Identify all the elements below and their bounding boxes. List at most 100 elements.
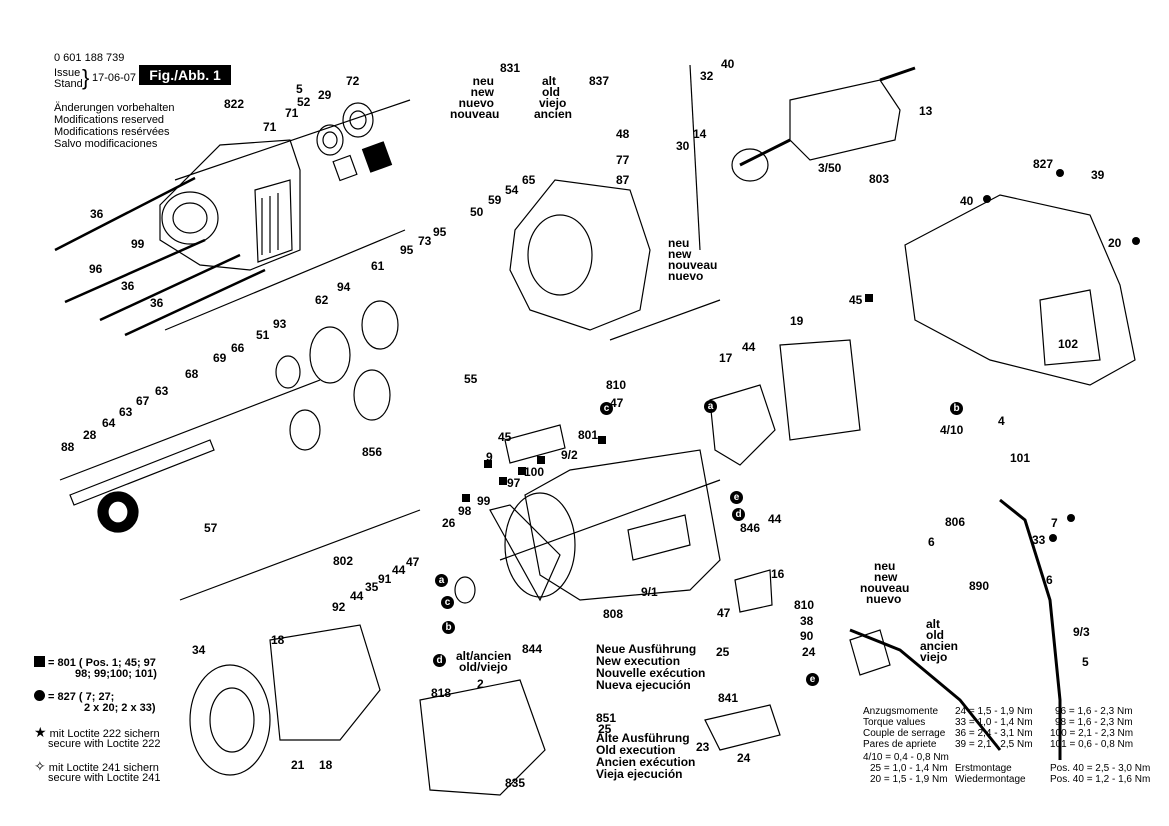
issue-date: 17-06-07 [92, 72, 137, 84]
part-label: 57 [204, 521, 218, 535]
part-label: 59 [488, 193, 502, 207]
part-label: 827 [1033, 157, 1054, 171]
part-label: 29 [318, 88, 332, 102]
part-label: 28 [83, 428, 97, 442]
part-label: 44 [350, 589, 364, 603]
part-label: 23 [696, 740, 710, 754]
part-label: 34 [192, 643, 206, 657]
part-label: 88 [61, 440, 75, 454]
diamond-marker-icon: ✧ [34, 758, 46, 774]
part-label: 846 [740, 521, 761, 535]
part-label: 20 [1108, 236, 1122, 250]
callout-marker: b [950, 402, 963, 415]
callout-marker: b [442, 621, 455, 634]
legend-star-row-1: ★ mit Loctite 222 sichern [34, 724, 160, 740]
part-label: 96 [89, 262, 103, 276]
part-label: 77 [616, 153, 630, 167]
part-label: 25 [716, 645, 730, 659]
callout-marker: a [435, 574, 448, 587]
part-label: 856 [362, 445, 383, 459]
part-label: 36 [121, 279, 135, 293]
part-label: 92 [332, 600, 346, 614]
part-label: 810 [794, 598, 815, 612]
part-label: 26 [442, 516, 456, 530]
part-label: 69 [213, 351, 227, 365]
part-label: 803 [869, 172, 890, 186]
part-label: 102 [1058, 337, 1079, 351]
part-label: 63 [155, 384, 169, 398]
part-label: 9/1 [641, 585, 658, 599]
part-label: 9/2 [561, 448, 578, 462]
part-label: 72 [346, 74, 360, 88]
part-label: 52 [297, 95, 311, 109]
part-label: 97 [507, 476, 521, 490]
part-label: 35 [365, 580, 379, 594]
part-label: 40 [721, 57, 735, 71]
part-label: 30 [676, 139, 690, 153]
part-label: 101 [1010, 451, 1031, 465]
part-label: 44 [742, 340, 756, 354]
callout-marker: a [704, 400, 717, 413]
part-label: 9/3 [1073, 625, 1090, 639]
part-label: 36 [150, 296, 164, 310]
part-label: 98 [458, 504, 472, 518]
part-label: 95 [400, 243, 414, 257]
part-label: 47 [406, 555, 420, 569]
part-label: 19 [790, 314, 804, 328]
part-label: 4 [998, 414, 1005, 428]
part-label: 65 [522, 173, 536, 187]
callout-marker: c [441, 596, 454, 609]
part-label: 837 [589, 74, 610, 88]
part-label: 73 [418, 234, 432, 248]
part-label: 806 [945, 515, 966, 529]
part-label: 39 [1091, 168, 1105, 182]
part-label: 4/10 [940, 423, 964, 437]
part-label: 6 [928, 535, 935, 549]
legend-star-row-2: secure with Loctite 222 [48, 738, 161, 750]
part-label: 13 [919, 104, 933, 118]
star-marker-icon: ★ [34, 724, 47, 740]
part-label: 67 [136, 394, 150, 408]
part-label: 3/50 [818, 161, 842, 175]
part-label: 100 [524, 465, 545, 479]
gear-housing-shape [159, 139, 301, 271]
part-label: 47 [717, 606, 731, 620]
part-label: 890 [969, 579, 990, 593]
part-label: 68 [185, 367, 199, 381]
dot-marker-icon [34, 690, 45, 701]
legend-diamond-row-1: ✧ mit Loctite 241 sichern [34, 758, 159, 774]
part-label: 61 [371, 259, 385, 273]
part-label: 16 [771, 567, 785, 581]
part-label: 6 [1046, 573, 1053, 587]
callout-marker: e [806, 673, 819, 686]
part-label: 818 [431, 686, 452, 700]
legend-dot-row-2: 2 x 20; 2 x 33) [84, 702, 156, 714]
part-label: 99 [131, 237, 145, 251]
part-label: 36 [90, 207, 104, 221]
part-label: 801 [578, 428, 599, 442]
part-label: 2 [477, 677, 484, 691]
part-label: 48 [616, 127, 630, 141]
part-label: 71 [285, 106, 299, 120]
brace-glyph: } [82, 65, 90, 90]
part-label: 18 [319, 758, 333, 772]
part-label: 802 [333, 554, 354, 568]
part-label: 5 [1082, 655, 1089, 669]
part-label: 17 [719, 351, 733, 365]
figure-label: Fig./Abb. 1 [139, 65, 231, 85]
part-label: 90 [800, 629, 814, 643]
part-label: 810 [606, 378, 627, 392]
part-label: 44 [392, 563, 406, 577]
part-label: 99 [477, 494, 491, 508]
part-label: 71 [263, 120, 277, 134]
part-label: 45 [498, 430, 512, 444]
part-label: 33 [1032, 533, 1046, 547]
part-label: 844 [522, 642, 543, 656]
stand-label: Stand [54, 78, 83, 90]
part-label: 87 [616, 173, 630, 187]
part-label: 808 [603, 607, 624, 621]
part-label: 94 [337, 280, 351, 294]
square-marker-icon [34, 656, 45, 667]
part-label: 14 [693, 127, 707, 141]
